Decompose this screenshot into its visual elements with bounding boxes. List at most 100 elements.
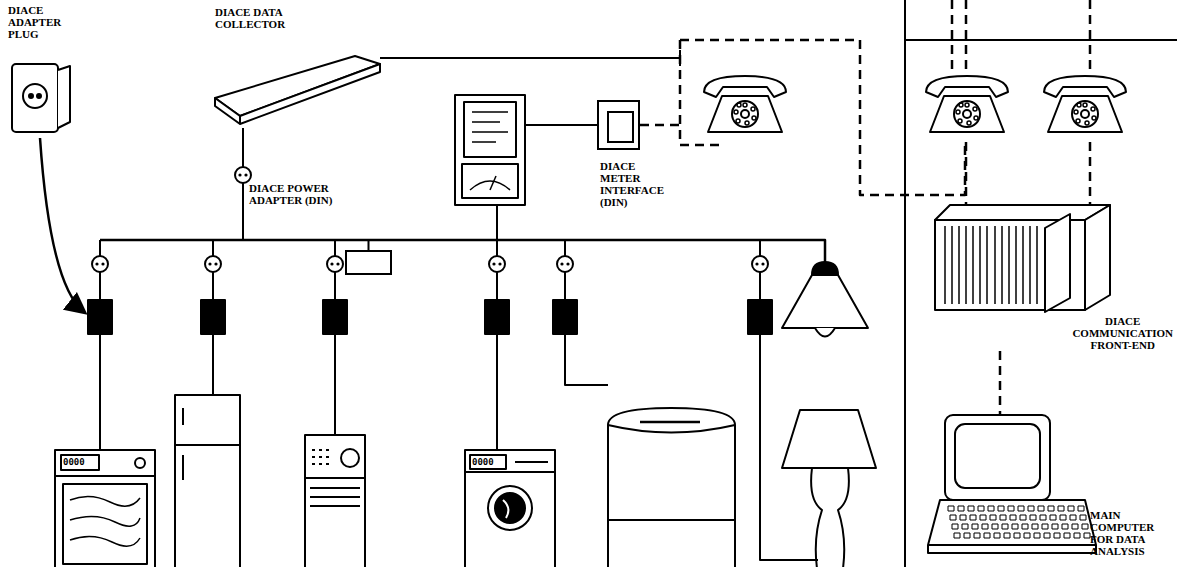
wall-socket: [208, 262, 211, 265]
computer-figure: [1052, 524, 1058, 529]
front-end-rack-figure: [1029, 226, 1031, 304]
computer-figure: [1084, 533, 1090, 538]
computer-figure: [978, 506, 984, 511]
water-heater-figure: [608, 408, 735, 567]
computer-figure: [1000, 515, 1006, 520]
stereo-figure: [312, 450, 329, 464]
wall-socket: [238, 173, 241, 176]
computer-figure: [1080, 515, 1086, 520]
device-region: MAIN COMPUTER FOR DATA ANALYSIS: [930, 415, 1175, 563]
computer-figure: [1034, 533, 1040, 538]
telephone-line: [966, 142, 1090, 205]
water-heater-figure: [608, 519, 735, 521]
adapter-unit: [88, 300, 772, 334]
oven-figure: [135, 458, 145, 468]
wall-socket: [752, 256, 768, 272]
data-collector-figure: [239, 116, 241, 124]
computer-figure: [1072, 524, 1078, 529]
computer-figure: [960, 515, 966, 520]
wall-socket: [492, 262, 495, 265]
computer-figure: [1018, 506, 1024, 511]
telephone-line: [680, 40, 965, 195]
computer-figure: [962, 524, 968, 529]
front-end-rack-figure: [935, 205, 1110, 312]
device-box: DIACE METER INTERFACE (DIN): [597, 100, 640, 150]
washing-machine-figure: [503, 500, 508, 518]
electricity-meter-figure: [490, 176, 496, 190]
computer-figure: [1040, 515, 1046, 520]
computer-figure: [1010, 515, 1016, 520]
electricity-meter-figure: [462, 164, 518, 198]
computer-figure: [988, 506, 994, 511]
front-end-rack-figure: [1001, 226, 1003, 304]
front-end-rack-figure: [935, 205, 1110, 220]
computer-figure: [992, 524, 998, 529]
oven-figure: [55, 450, 155, 567]
telephone-figure: [1044, 76, 1126, 132]
meter-interface-window: [607, 111, 634, 143]
wall-socket: [755, 262, 758, 265]
adapter-plug-figure: [23, 84, 47, 108]
computer-figure: [1064, 533, 1070, 538]
water-heater-figure: [608, 425, 735, 433]
stereo-figure: [305, 478, 365, 506]
computer-figure: [972, 524, 978, 529]
computer-figure: [968, 506, 974, 511]
refrigerator-figure: [175, 408, 240, 480]
wall-socket: [101, 262, 104, 265]
stereo-figure: [341, 449, 359, 467]
meter-wire: [525, 124, 597, 126]
telephone-line: [640, 124, 680, 127]
stereo-figure: [305, 435, 365, 567]
device-region: DIACE DATA COLLECTOR: [215, 55, 380, 128]
front-end-rack-figure: [979, 226, 981, 304]
washing-machine-figure: [465, 450, 555, 567]
electricity-meter-figure: [464, 102, 516, 157]
computer-figure: [994, 533, 1000, 538]
electricity-meter-figure: [455, 95, 597, 205]
wall-socket: [557, 256, 573, 272]
computer-figure: [1022, 524, 1028, 529]
adapter-unit: [201, 300, 225, 334]
computer-figure: [990, 515, 996, 520]
device-label: DIACE METER INTERFACE (DIN): [600, 160, 664, 208]
computer-figure: [1082, 524, 1088, 529]
adapter-unit: [485, 300, 509, 334]
computer-figure: [1058, 506, 1064, 511]
washing-machine-figure: [495, 493, 525, 523]
data-collector-figure: [215, 64, 380, 124]
oven-figure: [61, 455, 99, 470]
wall-socket: [92, 256, 108, 272]
computer-figure: [954, 533, 960, 538]
adapter-plug-figure: [29, 94, 33, 98]
wall-socket: [214, 262, 217, 265]
computer-figure: [1042, 524, 1048, 529]
refrigerator-figure: [175, 395, 240, 567]
wall-socket: [235, 167, 251, 183]
device-label: DIACE COMMUNICATION FRONT-END: [1072, 315, 1173, 351]
device-region: DIACE ADAPTER PLUG: [8, 4, 61, 40]
computer-figure: [1012, 524, 1018, 529]
lamp-figure: [811, 468, 849, 567]
front-end-rack-figure: [994, 226, 996, 304]
wall-socket: [489, 256, 505, 272]
water-heater-figure: [640, 421, 700, 424]
adapter-unit: [323, 300, 347, 334]
adapter-plug-figure: [12, 64, 58, 132]
computer-figure: [1038, 506, 1044, 511]
computer-figure: [998, 506, 1004, 511]
front-end-rack-figure: [1045, 214, 1070, 312]
device-label: DIACE POWER ADAPTER (DIN): [249, 182, 333, 206]
water-heater-figure: [608, 408, 735, 567]
phone-wire: [380, 57, 680, 59]
computer-figure: [928, 545, 1096, 553]
computer-figure: [964, 533, 970, 538]
power-wiring: [100, 334, 497, 450]
computer-figure: [1008, 506, 1014, 511]
computer-figure: [950, 515, 956, 520]
adapter-unit: [553, 300, 577, 334]
lamp-figure: [812, 262, 838, 275]
computer-figure: [948, 506, 954, 511]
wall-socket: [566, 262, 569, 265]
